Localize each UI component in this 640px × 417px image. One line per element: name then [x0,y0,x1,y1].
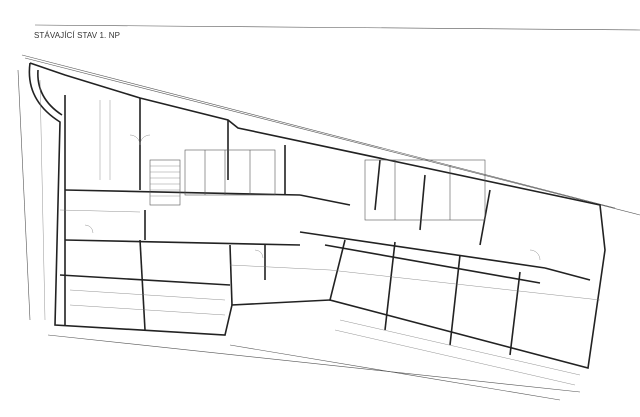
building-outer-walls [28,62,606,370]
sheet-border [34,24,640,31]
interior-walls [59,95,591,356]
stair [149,159,181,206]
dimension-lines [39,79,601,386]
drawing-title: STÁVAJÍCÍ STAV 1. NP [34,31,121,40]
site-boundary [17,54,640,401]
toilet-block [184,149,486,221]
doors [84,134,541,261]
